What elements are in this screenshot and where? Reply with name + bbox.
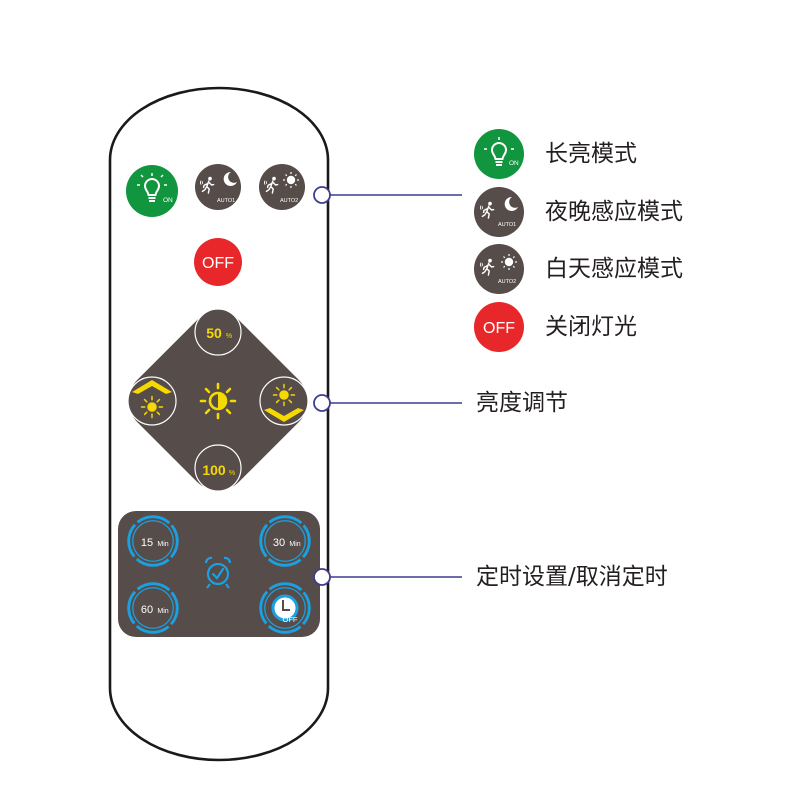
brightness-100-button[interactable]: 100 % bbox=[194, 444, 242, 492]
brightness-50-button[interactable]: 50 % bbox=[194, 308, 242, 356]
legend-icon-night: AUTO1 bbox=[474, 187, 524, 237]
arrow-up-icon bbox=[132, 380, 172, 394]
brightness-up-button[interactable] bbox=[127, 376, 177, 426]
dim-50-percent: % bbox=[226, 333, 232, 340]
sun-icon bbox=[272, 383, 296, 407]
brightness-center-icon bbox=[199, 382, 237, 420]
timer-60-button[interactable]: 60 Min bbox=[119, 574, 187, 642]
legend-icon-off: OFF bbox=[474, 302, 524, 352]
auto1-sublabel: AUTO1 bbox=[217, 198, 235, 204]
timer-off-sublabel: OFF bbox=[283, 615, 298, 624]
legend-icon-always-on: ON bbox=[474, 129, 524, 179]
auto2-sublabel: AUTO2 bbox=[280, 198, 298, 204]
timer-panel: 15 Min 30 Min 60 Min OFF bbox=[118, 507, 320, 642]
legend-night-sensor-label: 夜晚感应模式 bbox=[545, 199, 683, 225]
timer-60-label: 60 bbox=[141, 604, 153, 616]
leader-dots bbox=[313, 186, 331, 586]
alarm-clock-icon bbox=[204, 556, 232, 589]
leader-lines bbox=[322, 194, 462, 578]
moon-icon bbox=[223, 171, 237, 186]
dim-100-percent: % bbox=[229, 470, 235, 477]
on-sublabel: ON bbox=[163, 197, 173, 204]
legend-always-on-label: 长亮模式 bbox=[545, 141, 637, 167]
legend-off-badge: OFF bbox=[483, 320, 515, 337]
bulb-icon bbox=[137, 173, 167, 202]
timer-30-label: 30 bbox=[273, 537, 285, 549]
legend-icon-day: AUTO2 bbox=[474, 244, 524, 294]
timer-60-unit: Min bbox=[157, 608, 168, 615]
dim-50-label: 50 bbox=[206, 325, 222, 341]
day-sensor-button[interactable]: AUTO2 bbox=[259, 164, 305, 210]
clock-icon bbox=[271, 594, 299, 622]
off-button-label: OFF bbox=[202, 255, 234, 272]
timer-30-button[interactable]: 30 Min bbox=[251, 507, 319, 575]
brightness-pad: 50 % 100 % bbox=[127, 308, 309, 492]
legend-timer-label: 定时设置/取消定时 bbox=[476, 564, 668, 590]
timer-15-label: 15 bbox=[141, 537, 153, 549]
timer-15-unit: Min bbox=[157, 541, 168, 548]
sun-icon bbox=[140, 395, 164, 419]
dim-100-label: 100 bbox=[202, 462, 226, 478]
small-sun-icon bbox=[283, 172, 299, 188]
legend-off-label: 关闭灯光 bbox=[545, 314, 637, 340]
legend-brightness-label: 亮度调节 bbox=[476, 390, 568, 416]
timer-off-button[interactable]: OFF bbox=[251, 574, 319, 642]
legend-day-sensor-label: 白天感应模式 bbox=[545, 256, 683, 282]
legend-auto1-sub: AUTO1 bbox=[498, 222, 516, 228]
timer-30-unit: Min bbox=[289, 541, 300, 548]
legend-auto2-sub: AUTO2 bbox=[498, 279, 516, 285]
legend-on-sub: ON bbox=[509, 160, 519, 167]
timer-15-button[interactable]: 15 Min bbox=[119, 507, 187, 575]
brightness-down-button[interactable] bbox=[259, 376, 309, 426]
always-on-button[interactable]: ON bbox=[126, 165, 178, 217]
arrow-down-icon bbox=[264, 408, 304, 422]
night-sensor-button[interactable]: AUTO1 bbox=[195, 164, 241, 210]
off-button[interactable]: OFF bbox=[194, 238, 242, 286]
